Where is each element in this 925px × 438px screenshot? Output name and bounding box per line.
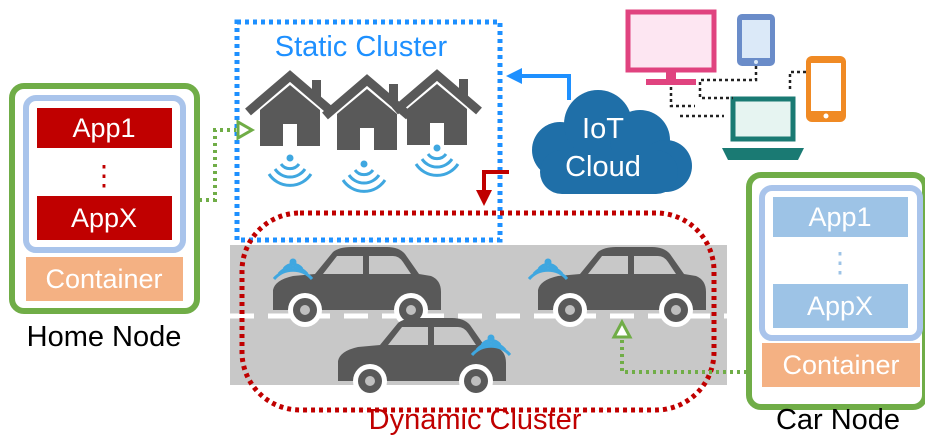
- house-icon: [395, 75, 479, 145]
- tablet-icon: [737, 14, 775, 66]
- car-app-first-label: App1: [808, 202, 871, 232]
- wifi-icon: [414, 143, 460, 177]
- cloud-label-line2: Cloud: [565, 151, 641, 183]
- static-cluster-title: Static Cluster: [275, 31, 448, 63]
- home-app-first-label: App1: [72, 113, 135, 143]
- monitor-icon: [625, 9, 717, 85]
- home-app-first: [37, 108, 172, 148]
- car-app-last: [773, 284, 908, 328]
- device-connections: [669, 66, 806, 118]
- laptop-icon: [722, 96, 804, 160]
- car-app-last-label: AppX: [807, 291, 873, 321]
- home-app-ellipsis: ⋮: [90, 160, 118, 191]
- dynamic-cluster-title: Dynamic Cluster: [369, 404, 582, 436]
- arrow-icon: [476, 170, 509, 206]
- home-container-label: Container: [45, 264, 162, 294]
- static-cluster-title-bg: [250, 28, 470, 62]
- home-node-caption: Home Node: [27, 321, 182, 353]
- cloud-label-line1: IoT: [582, 113, 624, 145]
- arrow-icon: [611, 318, 747, 374]
- home-app-last-label: AppX: [71, 203, 137, 233]
- tablet-icon: [806, 56, 846, 122]
- car-container: [762, 343, 920, 387]
- home-container: [26, 257, 183, 301]
- static-cluster-border: [234, 19, 503, 243]
- house-icon: [325, 80, 409, 150]
- car-container-label: Container: [782, 350, 899, 380]
- arrow-icon: [199, 119, 256, 202]
- car-app-first: [773, 197, 908, 237]
- wifi-icon: [267, 153, 313, 187]
- cloud-icon: [532, 90, 692, 194]
- home-app-last: [37, 196, 172, 240]
- wifi-icon: [341, 159, 387, 193]
- arrow-icon: [506, 68, 571, 100]
- dynamic-cluster-border: [239, 210, 717, 413]
- house-icon: [248, 76, 332, 146]
- car-node-caption: Car Node: [776, 404, 900, 436]
- car-app-ellipsis: ⋮: [826, 247, 854, 278]
